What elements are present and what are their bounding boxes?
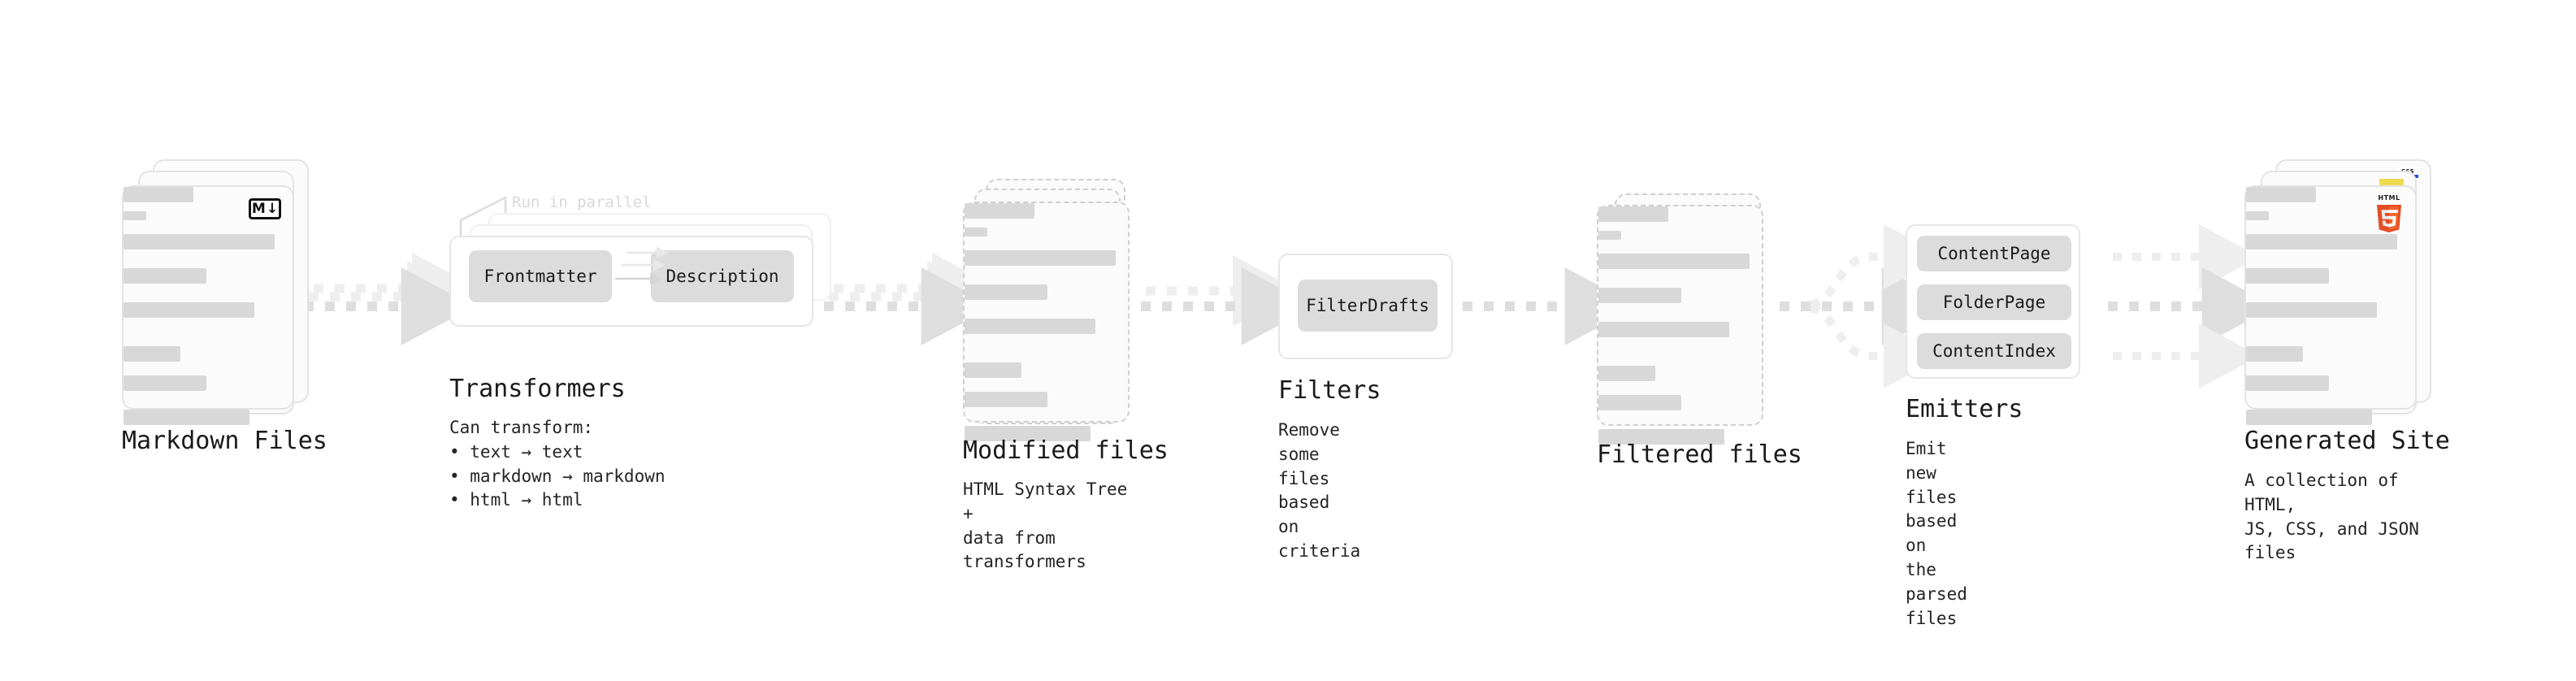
- html5-shield-icon: [2376, 205, 2402, 232]
- placeholder-line: [124, 211, 146, 220]
- placeholder-line: [965, 228, 987, 236]
- transformers-box-stack: Frontmatter Description: [449, 213, 839, 327]
- placeholder-line: [124, 302, 254, 318]
- placeholder-line: [965, 284, 1047, 300]
- placeholder-line: [124, 234, 275, 249]
- filter-chip-filterdrafts[interactable]: FilterDrafts: [1298, 280, 1438, 332]
- filtered-files-title: Filtered files: [1597, 440, 1802, 469]
- modified-card-stack: [963, 179, 1138, 441]
- modified-files-title: Modified files: [963, 436, 1169, 465]
- placeholder-line: [2246, 375, 2329, 391]
- markdown-card-front[interactable]: M↓: [122, 185, 294, 425]
- emitter-chip-contentindex[interactable]: ContentIndex: [1917, 333, 2071, 369]
- placeholder-line: [1598, 254, 1750, 269]
- markdown-card-stack: M↓: [122, 159, 309, 425]
- html5-icon-label: HTML: [2378, 194, 2400, 202]
- emitter-chip-folderpage[interactable]: FolderPage: [1917, 284, 2071, 320]
- transformers-title: Transformers: [449, 375, 626, 403]
- markdown-icon: M↓: [249, 198, 281, 219]
- placeholder-line: [2246, 302, 2377, 318]
- placeholder-line: [2246, 410, 2372, 425]
- transformer-chip-frontmatter[interactable]: Frontmatter: [469, 250, 612, 302]
- placeholder-line: [965, 250, 1116, 266]
- stage-transformers: Run in parallel Frontmatter Description: [449, 193, 839, 510]
- filters-subtitle: Remove some files based on criteria: [1278, 420, 1361, 562]
- placeholder-line: [965, 362, 1021, 378]
- emitters-subtitle: Emit new files based on the parsed files: [1906, 439, 1967, 628]
- placeholder-line: [1598, 206, 1668, 222]
- generated-site-title: Generated Site: [2244, 427, 2450, 455]
- placeholder-line: [1598, 322, 1729, 337]
- placeholder-line: [124, 187, 193, 202]
- placeholder-line: [124, 268, 206, 284]
- filters-title: Filters: [1278, 376, 1381, 405]
- placeholder-line: [124, 410, 249, 425]
- filtered-card-stack: [1597, 193, 1772, 445]
- modified-card-front[interactable]: [963, 202, 1130, 441]
- emitters-title: Emitters: [1906, 395, 2023, 423]
- stage-generated-site: CSS JS HTML: [2244, 159, 2450, 562]
- markdown-icon-letter: M: [251, 200, 266, 217]
- connector-emitters-to-site: [2108, 224, 2275, 388]
- placeholder-line: [1598, 395, 1681, 410]
- markdown-files-title: Markdown Files: [122, 427, 327, 455]
- placeholder-line: [965, 426, 1091, 441]
- run-in-parallel-label: Run in parallel: [512, 193, 652, 211]
- transformer-box-front[interactable]: Frontmatter Description: [449, 236, 813, 327]
- transformer-inner-arrows: [615, 246, 669, 285]
- markdown-icon-arrow: ↓: [266, 200, 279, 217]
- generated-site-card-front[interactable]: HTML: [2244, 185, 2417, 425]
- emitters-box[interactable]: ContentPage FolderPage ContentIndex: [1906, 224, 2080, 379]
- placeholder-line: [2246, 211, 2269, 220]
- filtered-placeholder-lines: [1598, 206, 1762, 445]
- filtered-card-front[interactable]: [1597, 205, 1763, 445]
- placeholder-line: [965, 392, 1047, 407]
- placeholder-line: [2246, 346, 2303, 362]
- placeholder-line: [124, 346, 180, 362]
- connector-filtered-to-emitters: [1780, 224, 1955, 388]
- generated-site-card-stack: CSS JS HTML: [2244, 159, 2431, 425]
- placeholder-line: [2246, 268, 2329, 284]
- placeholder-line: [1598, 366, 1655, 381]
- stage-filtered-files: Filtered files: [1597, 193, 1802, 469]
- transformer-chip-description[interactable]: Description: [651, 250, 794, 302]
- filters-box[interactable]: FilterDrafts: [1278, 254, 1453, 359]
- placeholder-line: [2246, 187, 2316, 202]
- placeholder-line: [124, 375, 206, 391]
- placeholder-line: [2246, 234, 2397, 249]
- html5-icon: HTML: [2373, 195, 2405, 234]
- transformers-subtitle: Can transform: • text → text • markdown …: [449, 418, 666, 510]
- placeholder-line: [1598, 231, 1621, 240]
- stage-markdown-files: M↓ Markdown Files: [122, 159, 327, 455]
- placeholder-line: [1598, 429, 1724, 445]
- connector-transformers-to-modified: [824, 253, 1000, 345]
- placeholder-line: [965, 319, 1095, 334]
- generated-site-placeholder-lines: [2246, 187, 2415, 425]
- markdown-placeholder-lines: [124, 187, 293, 425]
- modified-files-subtitle: HTML Syntax Tree + data from transformer…: [963, 479, 1128, 572]
- stage-modified-files: Modified files HTML Syntax Tree + data f…: [963, 179, 1169, 571]
- emitter-chip-contentpage[interactable]: ContentPage: [1917, 236, 2071, 271]
- placeholder-line: [965, 203, 1034, 219]
- placeholder-line: [1598, 288, 1681, 303]
- connector-markdown-to-transformers: [304, 253, 479, 345]
- connector-modified-to-filters: [1141, 255, 1315, 345]
- modified-placeholder-lines: [965, 203, 1128, 441]
- generated-site-subtitle: A collection of HTML, JS, CSS, and JSON …: [2244, 471, 2419, 563]
